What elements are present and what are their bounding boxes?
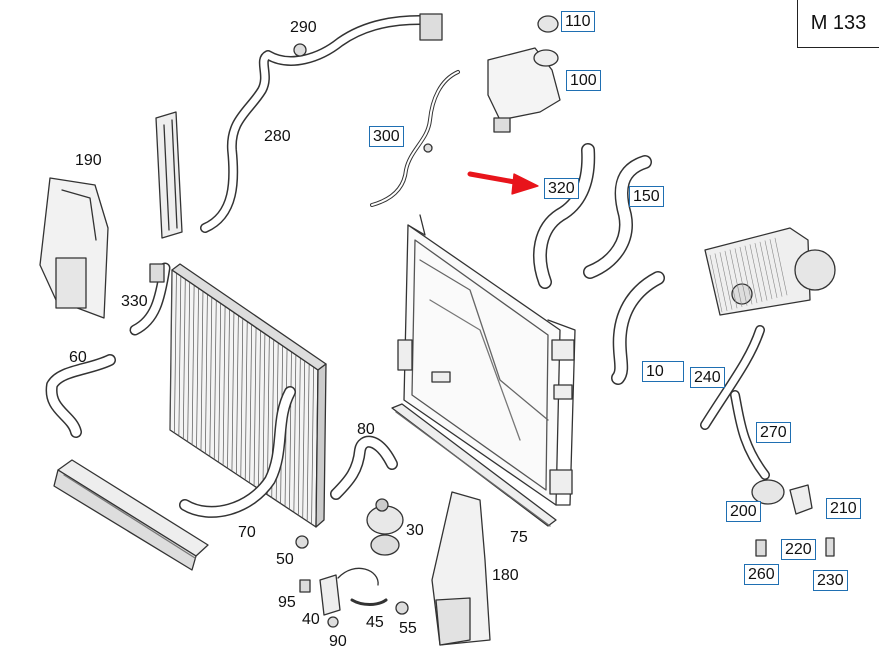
part-label-200[interactable]: 200 (726, 501, 761, 522)
part-label-290[interactable]: 290 (290, 19, 317, 36)
radiator-frame-illustration (397, 214, 576, 506)
part-label-330[interactable]: 330 (121, 293, 148, 310)
part-label-320[interactable]: 320 (544, 178, 579, 199)
part-label-40[interactable]: 40 (302, 611, 320, 628)
part-label-95[interactable]: 95 (278, 594, 296, 611)
part-label-270[interactable]: 270 (756, 422, 791, 443)
part-label-180[interactable]: 180 (492, 567, 519, 584)
model-badge: M 133 (797, 0, 879, 48)
part-label-300[interactable]: 300 (369, 126, 404, 147)
intercooler-illustration (53, 459, 209, 571)
radiator-illustration (169, 263, 327, 528)
part-label-230[interactable]: 230 (813, 570, 848, 591)
part-label-60[interactable]: 60 (69, 349, 87, 366)
part-label-210[interactable]: 210 (826, 498, 861, 519)
expansion-tank-illustration (487, 15, 561, 133)
part-label-100[interactable]: 100 (566, 70, 601, 91)
water-pump-illustration (366, 498, 404, 556)
oil-cooler-illustration (155, 111, 183, 239)
highlight-arrow (467, 171, 539, 195)
part-label-55[interactable]: 55 (399, 620, 417, 637)
engine-cooler-illustration (704, 227, 836, 316)
part-label-240[interactable]: 240 (690, 367, 725, 388)
part-label-10[interactable]: 10 (642, 361, 684, 382)
part-label-50[interactable]: 50 (276, 551, 294, 568)
side-shroud-illustration (39, 177, 109, 319)
aux-pump-illustration (751, 479, 785, 505)
air-duct-illustration (431, 491, 491, 646)
part-label-220[interactable]: 220 (781, 539, 816, 560)
part-label-45[interactable]: 45 (366, 614, 384, 631)
part-label-75[interactable]: 75 (510, 529, 528, 546)
part-label-280[interactable]: 280 (264, 128, 291, 145)
part-label-110[interactable]: 110 (561, 11, 595, 32)
part-label-90[interactable]: 90 (329, 633, 347, 650)
part-label-190[interactable]: 190 (75, 152, 102, 169)
part-label-150[interactable]: 150 (629, 186, 664, 207)
part-label-30[interactable]: 30 (406, 522, 424, 539)
lower-crossmember-illustration (391, 403, 557, 527)
part-label-260[interactable]: 260 (744, 564, 779, 585)
part-label-80[interactable]: 80 (357, 421, 375, 438)
part-label-70[interactable]: 70 (238, 524, 256, 541)
